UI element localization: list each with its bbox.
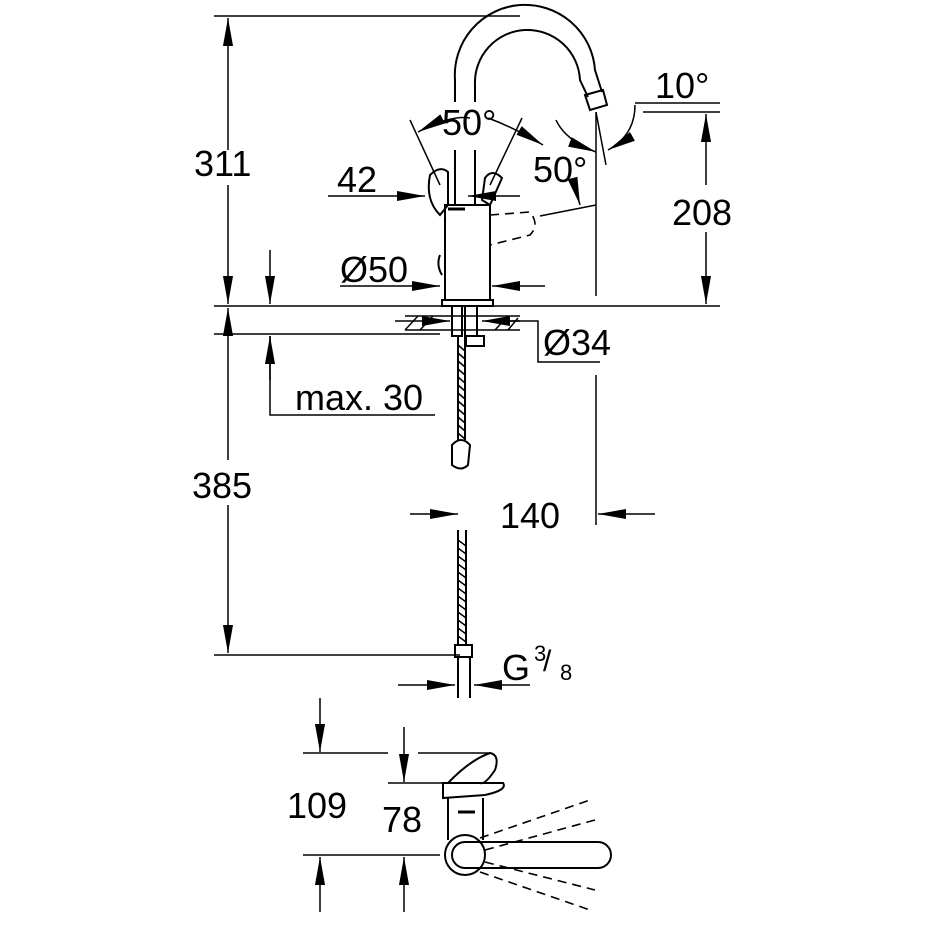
dim-lever-angle-front: 50° [442, 102, 497, 143]
dim-body-diameter: Ø50 [340, 249, 409, 290]
dim-lever-angle-side: 50° [533, 149, 588, 190]
dim-connection-thread: G [502, 647, 531, 688]
dim-hole-diameter: Ø34 [543, 322, 612, 363]
dim-thread-denominator: 8 [560, 660, 573, 685]
dim-top-view-depth: 109 [287, 785, 348, 826]
dim-max-deck-thickness: max. 30 [295, 377, 424, 418]
dim-spout-angle: 10° [655, 65, 710, 106]
dim-hose-length: 385 [192, 465, 253, 506]
extension-lines [214, 15, 720, 656]
dim-thread-numerator: 3 [534, 641, 547, 666]
dim-spout-height: 208 [672, 192, 733, 233]
fraction-slash: / [543, 645, 552, 678]
faucet-top-view [442, 751, 612, 911]
dim-spout-reach: 140 [500, 495, 561, 536]
dim-top-view-body-depth: 78 [382, 799, 423, 840]
dim-total-height: 311 [194, 143, 252, 184]
faucet-side-view [404, 3, 609, 698]
dim-lever-offset: 42 [337, 159, 378, 200]
